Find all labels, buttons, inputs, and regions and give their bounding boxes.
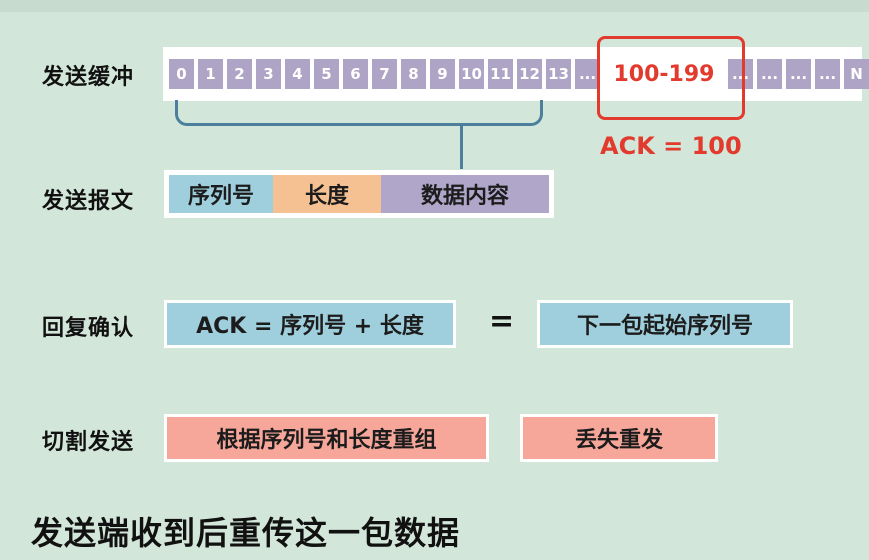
buffer-cell: ... (575, 59, 600, 89)
packet-seq-field: 序列号 (169, 175, 273, 213)
buffer-cell: 11 (488, 59, 513, 89)
send-buffer-label: 发送缓冲 (42, 65, 135, 90)
buffer-cell: 13 (546, 59, 571, 89)
send-packet-label: 发送报文 (42, 189, 135, 214)
split-send-label: 切割发送 (42, 430, 135, 455)
buffer-cell: 9 (430, 59, 455, 89)
buffer-cell: 10 (459, 59, 484, 89)
ack-reply-label: 回复确认 (42, 316, 135, 341)
buffer-cell: 3 (256, 59, 281, 89)
send-buffer: 0 1 2 3 4 5 6 7 8 9 10 11 12 13 ... 100-… (163, 47, 869, 101)
buffer-cell: 12 (517, 59, 542, 89)
retransmit-box: 丢失重发 (520, 414, 718, 462)
buffer-cell: ... (757, 59, 782, 89)
packet-length-field: 长度 (273, 175, 381, 213)
ack-label: ACK = 100 (600, 132, 742, 160)
buffer-cell: ... (786, 59, 811, 89)
buffer-cell: ... (728, 59, 753, 89)
buffer-cell: 0 (169, 59, 194, 89)
range-cell: 100-199 (604, 59, 724, 89)
buffer-cell: 1 (198, 59, 223, 89)
buffer-cell: 6 (343, 59, 368, 89)
packet-structure: 序列号 长度 数据内容 (164, 170, 554, 218)
caption-text: 发送端收到后重传这一包数据 (31, 514, 461, 552)
buffer-cell: 5 (314, 59, 339, 89)
buffer-cells: 0 1 2 3 4 5 6 7 8 9 10 11 12 13 ... 100-… (169, 59, 869, 89)
brace-bracket (175, 100, 543, 126)
buffer-cell: 2 (227, 59, 252, 89)
buffer-cell: N (844, 59, 869, 89)
buffer-cell: 7 (372, 59, 397, 89)
buffer-cell: 8 (401, 59, 426, 89)
buffer-cell: ... (815, 59, 840, 89)
equals-sign: = (489, 304, 515, 339)
top-strip (0, 0, 869, 12)
ack-highlight-box (597, 36, 745, 120)
buffer-cell: 4 (285, 59, 310, 89)
ack-formula-box: ACK = 序列号 + 长度 (164, 300, 456, 348)
reassemble-box: 根据序列号和长度重组 (164, 414, 489, 462)
packet-content-field: 数据内容 (381, 175, 549, 213)
next-seq-box: 下一包起始序列号 (537, 300, 793, 348)
brace-stem (460, 124, 463, 169)
